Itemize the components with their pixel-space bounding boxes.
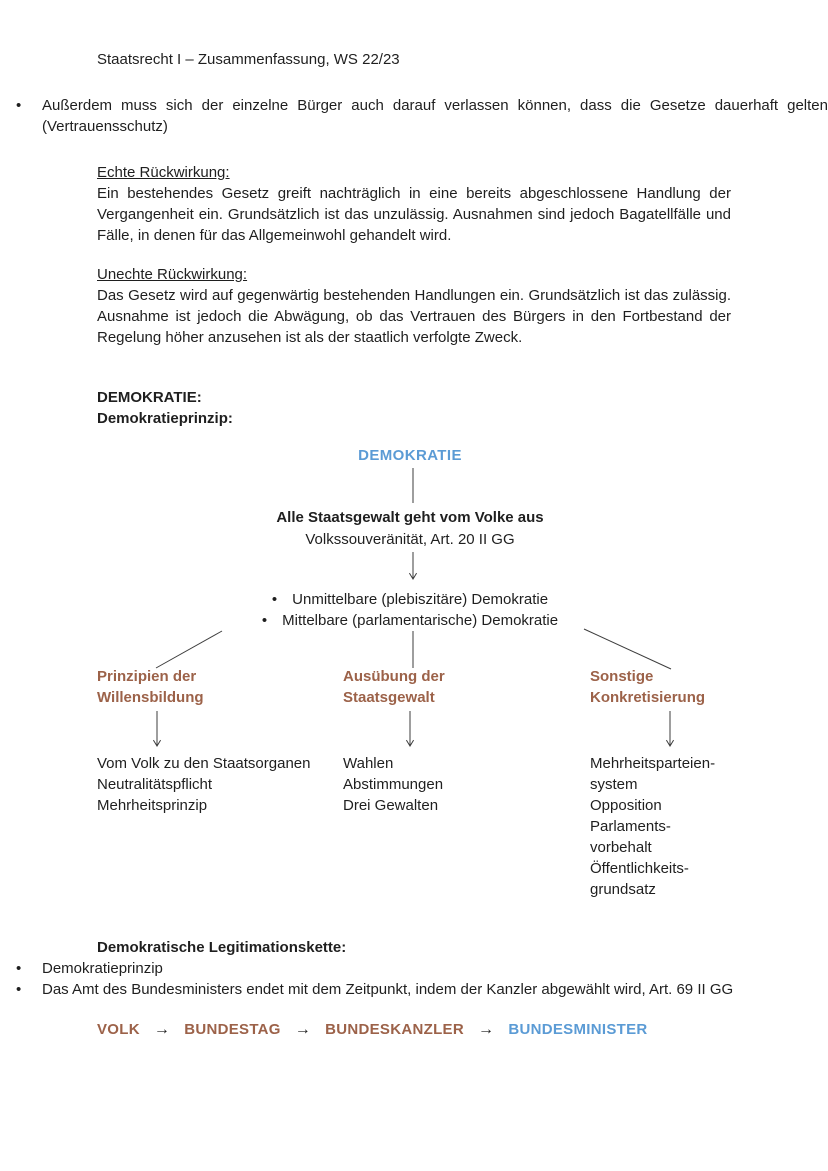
column-list-item: Mehrheitsprinzip bbox=[97, 797, 208, 814]
column-heading-line: Prinzipien der bbox=[97, 668, 197, 685]
demokratie-title: DEMOKRATIE: bbox=[97, 389, 202, 406]
connector-to-right-column bbox=[583, 628, 672, 670]
chain-arrow-icon: → bbox=[294, 1021, 312, 1038]
section-heading-echte-rueckwirkung: Echte Rückwirkung: bbox=[97, 164, 230, 181]
diagram-bullet-item: Unmittelbare (plebiszitäre) Demokratie bbox=[0, 589, 820, 610]
chain-item-bundesminister: BUNDESMINISTER bbox=[508, 1021, 648, 1038]
chain-item-bundeskanzler: BUNDESKANZLER bbox=[325, 1021, 464, 1038]
column-list-item: Mehrheitsparteien- bbox=[590, 755, 716, 772]
legitimation-bullet-item: Das Amt des Bundesministers endet mit de… bbox=[0, 979, 828, 1000]
column-heading-sonstige: Sonstige Konkretisierung bbox=[590, 666, 705, 708]
diagram-connector-lines bbox=[152, 468, 675, 747]
column-heading-line: Willensbildung bbox=[97, 689, 204, 706]
legitimation-bullet-list: Demokratieprinzip Das Amt des Bundesmini… bbox=[0, 958, 828, 1000]
legitimation-heading: Demokratische Legitimationskette: bbox=[97, 939, 347, 956]
doc-title: Staatsrecht I – Zusammenfassung, WS 22/2… bbox=[97, 51, 400, 68]
column-heading-line: Ausübung der bbox=[343, 668, 445, 685]
column-list-ausuebung: Wahlen Abstimmungen Drei Gewalten bbox=[343, 753, 443, 816]
diagram-root-label: DEMOKRATIE bbox=[358, 447, 462, 464]
section-body-unechte-rueckwirkung: Das Gesetz wird auf gegenwärtig bestehen… bbox=[97, 287, 731, 346]
column-heading-line: Konkretisierung bbox=[590, 689, 706, 706]
column-heading-ausuebung: Ausübung der Staatsgewalt bbox=[343, 666, 445, 708]
legitimation-chain: VOLK → BUNDESTAG → BUNDESKANZLER → BUNDE… bbox=[97, 1019, 731, 1040]
column-list-item: Parlaments- bbox=[590, 818, 671, 835]
section-body-echte-rueckwirkung: Ein bestehendes Gesetz greift nachträgli… bbox=[97, 185, 731, 244]
demokratie-diagram: DEMOKRATIE Alle Staatsgewalt geht vom Vo… bbox=[0, 440, 828, 905]
chain-item-bundestag: BUNDESTAG bbox=[184, 1021, 281, 1038]
section-heading-unechte-rueckwirkung: Unechte Rückwirkung: bbox=[97, 266, 248, 283]
column-list-item: vorbehalt bbox=[590, 839, 652, 856]
intro-bullet-item: Außerdem muss sich der einzelne Bürger a… bbox=[0, 95, 828, 137]
column-list-prinzipien: Vom Volk zu den Staatsorganen Neutralitä… bbox=[97, 753, 310, 816]
chain-item-volk: VOLK bbox=[97, 1021, 140, 1038]
diagram-bullet-list: Unmittelbare (plebiszitäre) Demokratie M… bbox=[0, 589, 820, 631]
column-list-item: Öffentlichkeits- bbox=[590, 860, 689, 877]
column-heading-line: Sonstige bbox=[590, 668, 654, 685]
column-list-sonstige: Mehrheitsparteien- system Opposition Par… bbox=[590, 753, 715, 900]
column-list-item: system bbox=[590, 776, 638, 793]
column-list-item: grundsatz bbox=[590, 881, 656, 898]
legitimation-bullet-item: Demokratieprinzip bbox=[0, 958, 828, 979]
column-heading-prinzipien: Prinzipien der Willensbildung bbox=[97, 666, 204, 708]
connector-to-left-column bbox=[155, 630, 223, 669]
chain-arrow-icon: → bbox=[478, 1021, 495, 1038]
column-list-item: Opposition bbox=[590, 797, 662, 814]
column-heading-line: Staatsgewalt bbox=[343, 689, 435, 706]
column-list-item: Neutralitätspflicht bbox=[97, 776, 213, 793]
intro-bullet-list: Außerdem muss sich der einzelne Bürger a… bbox=[0, 95, 828, 137]
chain-arrow-icon: → bbox=[153, 1021, 171, 1038]
diagram-principle-sub: Volkssouveränität, Art. 20 II GG bbox=[305, 531, 515, 548]
diagram-bullet-item: Mittelbare (parlamentarische) Demokratie bbox=[0, 610, 820, 631]
demokratie-subtitle: Demokratieprinzip: bbox=[97, 410, 233, 427]
column-list-item: Abstimmungen bbox=[343, 776, 444, 793]
diagram-principle: Alle Staatsgewalt geht vom Volke aus bbox=[276, 509, 544, 526]
column-list-item: Vom Volk zu den Staatsorganen bbox=[97, 755, 311, 772]
column-list-item: Drei Gewalten bbox=[343, 797, 439, 814]
column-list-item: Wahlen bbox=[343, 755, 394, 772]
